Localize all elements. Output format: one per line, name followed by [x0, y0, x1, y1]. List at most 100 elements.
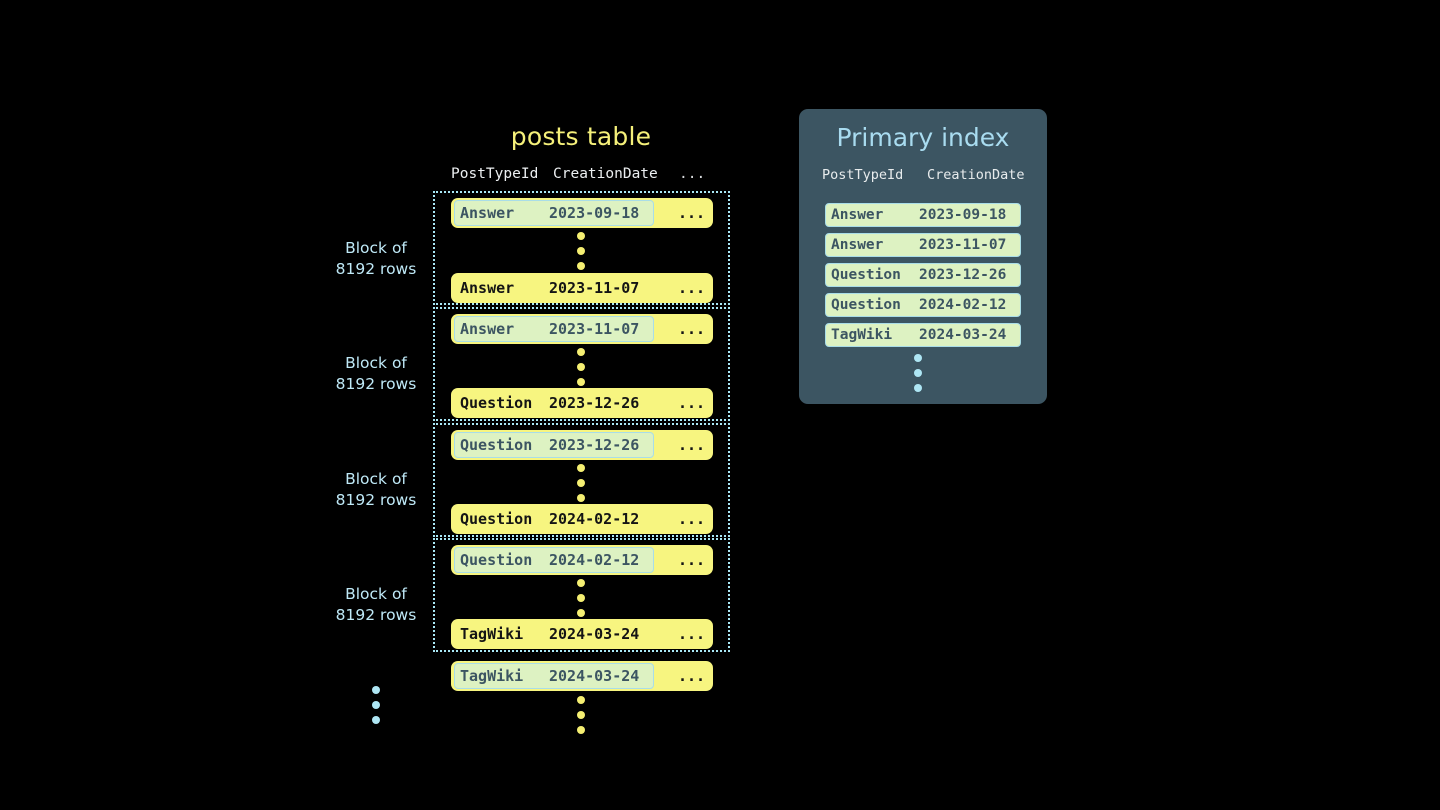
cell-creationdate: 2023-12-26 — [549, 436, 640, 454]
table-row: Question 2023-12-26 ... — [451, 430, 713, 460]
cell-creationdate: 2023-09-18 — [919, 207, 1007, 223]
column-header-more: ... — [679, 166, 706, 182]
block-1 — [433, 191, 730, 305]
cell-posttypeid: Question — [460, 510, 533, 528]
cell-posttypeid: Answer — [460, 204, 515, 222]
block-3-label-line1: Block of — [345, 470, 407, 488]
block-2-label-line1: Block of — [345, 354, 407, 372]
cell-creationdate: 2024-03-24 — [549, 625, 640, 643]
index-row: Answer 2023-11-07 — [825, 233, 1021, 257]
table-row: Question 2024-02-12 ... — [451, 504, 713, 534]
cell-creationdate: 2024-02-12 — [919, 297, 1007, 313]
vertical-ellipsis-dots-blocks — [370, 686, 382, 724]
cell-posttypeid: Answer — [831, 207, 884, 223]
cell-posttypeid: TagWiki — [831, 327, 893, 343]
block-3-label: Block of 8192 rows — [311, 469, 441, 511]
block-1-label-line2: 8192 rows — [335, 260, 417, 278]
index-row: TagWiki 2024-03-24 — [825, 323, 1021, 347]
block-3 — [433, 423, 730, 537]
vertical-ellipsis-dots — [575, 232, 587, 270]
vertical-ellipsis-dots — [575, 579, 587, 617]
index-row: Question 2023-12-26 — [825, 263, 1021, 287]
block-3-label-line2: 8192 rows — [335, 491, 417, 509]
cell-posttypeid: Question — [460, 394, 533, 412]
vertical-ellipsis-dots — [575, 348, 587, 386]
cell-creationdate: 2023-12-26 — [549, 394, 640, 412]
vertical-ellipsis-dots-index — [912, 354, 924, 392]
row-highlight-box — [454, 663, 654, 689]
cell-posttypeid: Answer — [460, 320, 515, 338]
table-row: Question 2023-12-26 ... — [451, 388, 713, 418]
column-header-creationdate: CreationDate — [927, 167, 1025, 183]
row-highlight-box — [454, 432, 654, 458]
block-2-label: Block of 8192 rows — [311, 353, 441, 395]
cell-more: ... — [678, 320, 706, 338]
vertical-ellipsis-dots — [575, 464, 587, 502]
block-4-label-line2: 8192 rows — [335, 606, 417, 624]
table-row: Question 2024-02-12 ... — [451, 545, 713, 575]
dot — [577, 464, 585, 472]
cell-more: ... — [678, 204, 706, 222]
block-4 — [433, 538, 730, 652]
cell-creationdate: 2024-03-24 — [919, 327, 1007, 343]
dot — [577, 609, 585, 617]
cell-more: ... — [678, 625, 706, 643]
block-2 — [433, 307, 730, 421]
dot — [914, 384, 922, 392]
dot — [577, 378, 585, 386]
row-highlight-box — [454, 547, 654, 573]
column-header-posttypeid: PostTypeId — [822, 167, 904, 183]
table-row: TagWiki 2024-03-24 ... — [451, 619, 713, 649]
table-row: Answer 2023-09-18 ... — [451, 198, 713, 228]
table-row: Answer 2023-11-07 ... — [451, 314, 713, 344]
posts-table-column-headers: PostTypeId CreationDate ... — [451, 166, 713, 186]
index-row: Question 2024-02-12 — [825, 293, 1021, 317]
column-header-posttypeid: PostTypeId — [451, 166, 539, 182]
dot — [577, 696, 585, 704]
primary-index-column-headers: PostTypeId CreationDate — [822, 167, 1028, 187]
block-1-label-line1: Block of — [345, 239, 407, 257]
cell-posttypeid: Question — [460, 436, 533, 454]
dot — [577, 479, 585, 487]
dot — [914, 354, 922, 362]
cell-posttypeid: Question — [831, 267, 901, 283]
cell-posttypeid: Question — [831, 297, 901, 313]
posts-table-title: posts table — [510, 122, 652, 151]
vertical-ellipsis-dots — [575, 696, 587, 734]
cell-more: ... — [678, 667, 706, 685]
cell-creationdate: 2024-02-12 — [549, 510, 640, 528]
cell-posttypeid: Answer — [460, 279, 515, 297]
primary-index-title: Primary index — [836, 123, 1010, 152]
primary-index-panel: Primary index PostTypeId CreationDate An… — [799, 109, 1047, 404]
table-row: TagWiki 2024-03-24 ... — [451, 661, 713, 691]
table-row: Answer 2023-11-07 ... — [451, 273, 713, 303]
dot — [372, 716, 380, 724]
dot — [372, 686, 380, 694]
dot — [577, 594, 585, 602]
dot — [577, 348, 585, 356]
cell-more: ... — [678, 436, 706, 454]
cell-creationdate: 2023-09-18 — [549, 204, 640, 222]
dot — [577, 363, 585, 371]
dot — [577, 579, 585, 587]
block-4-label: Block of 8192 rows — [311, 584, 441, 626]
dot — [577, 726, 585, 734]
dot — [577, 232, 585, 240]
cell-posttypeid: TagWiki — [460, 625, 524, 643]
dot — [577, 494, 585, 502]
index-row: Answer 2023-09-18 — [825, 203, 1021, 227]
dot — [577, 262, 585, 270]
cell-creationdate: 2024-03-24 — [549, 667, 640, 685]
dot — [577, 711, 585, 719]
block-1-label: Block of 8192 rows — [311, 238, 441, 280]
cell-more: ... — [678, 279, 706, 297]
cell-creationdate: 2024-02-12 — [549, 551, 640, 569]
cell-posttypeid: TagWiki — [460, 667, 524, 685]
column-header-creationdate: CreationDate — [553, 166, 658, 182]
row-highlight-box — [454, 200, 654, 226]
block-2-label-line2: 8192 rows — [335, 375, 417, 393]
cell-creationdate: 2023-11-07 — [549, 279, 640, 297]
cell-creationdate: 2023-12-26 — [919, 267, 1007, 283]
dot — [914, 369, 922, 377]
